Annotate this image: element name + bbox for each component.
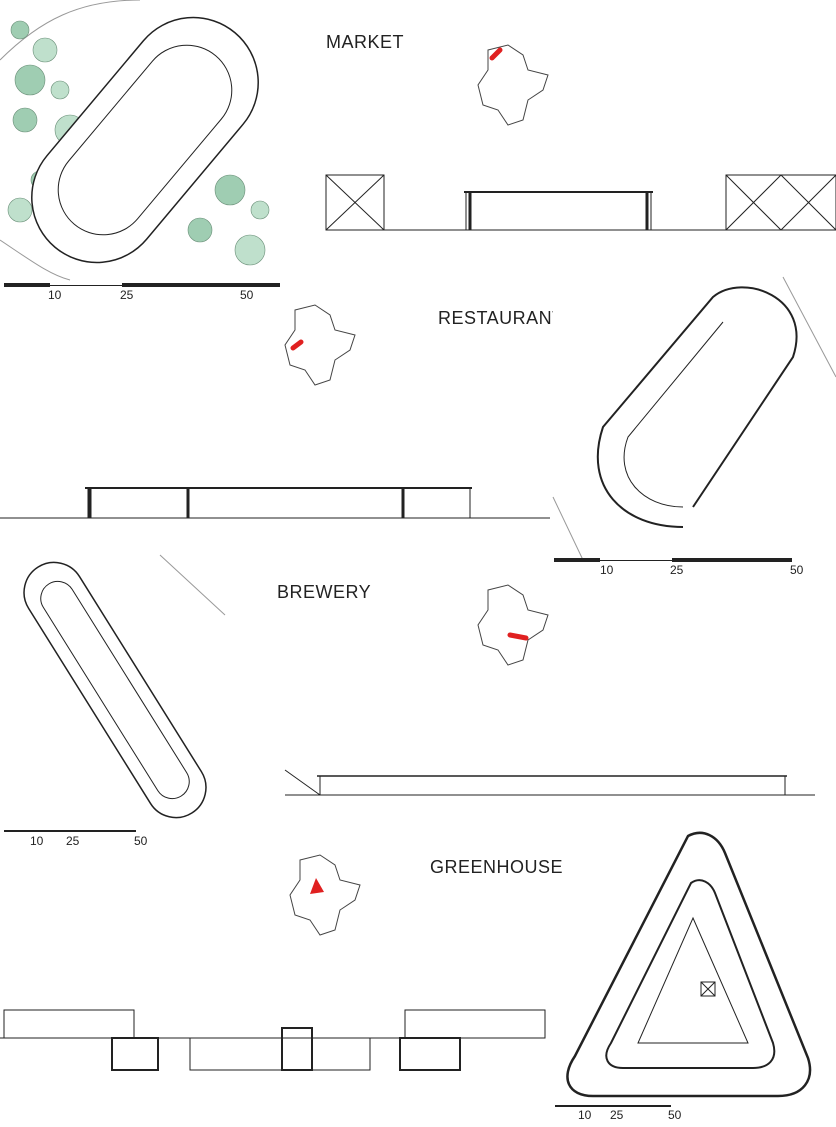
brewery-site-plan: [0, 554, 226, 827]
restaurant-location-map: [284, 304, 356, 386]
tree-icon: [10, 20, 30, 40]
greenhouse-title: GREENHOUSE: [430, 857, 564, 877]
restaurant-section-drawing: [0, 487, 550, 519]
brewery-title: BREWERY: [277, 582, 372, 602]
brewery-oval-building: [23, 561, 207, 819]
market-scale-label-25: 25: [120, 288, 134, 302]
market-scale-label-10: 10: [48, 288, 62, 302]
market-scale-label-50: 50: [240, 288, 254, 302]
tree-icon: [32, 37, 58, 63]
greenhouse-location-marker: [310, 878, 324, 894]
market-title: MARKET: [326, 32, 405, 52]
tree-icon: [187, 217, 213, 243]
brewery-location-map: [477, 584, 549, 666]
tree-icon: [12, 107, 38, 133]
market-location-marker: [489, 47, 503, 61]
restaurant-u-building: [596, 286, 798, 528]
greenhouse-triangle-building: [566, 831, 812, 1098]
restaurant-scale-label-50: 50: [790, 563, 804, 577]
market-oval-building: [31, 16, 259, 264]
brewery-scale-label-25: 25: [66, 834, 80, 848]
tree-icon: [214, 174, 246, 206]
greenhouse-section-drawing: [0, 1009, 546, 1071]
tree-icon: [250, 200, 270, 220]
greenhouse-scale-label-25: 25: [610, 1108, 624, 1122]
greenhouse-scale-label-10: 10: [578, 1108, 592, 1122]
restaurant-scale-label-25: 25: [670, 563, 684, 577]
brewery-location-marker: [507, 632, 529, 641]
greenhouse-site-plan: [566, 831, 812, 1098]
market-site-plan: [0, 0, 282, 281]
restaurant-title: RESTAURANT: [438, 308, 564, 328]
brewery-section-drawing: [284, 769, 815, 796]
greenhouse-scale-label-50: 50: [668, 1108, 682, 1122]
greenhouse-location-map: [289, 854, 361, 936]
tree-icon: [7, 197, 33, 223]
restaurant-scale-label-10: 10: [600, 563, 614, 577]
brewery-scale-label-50: 50: [134, 834, 148, 848]
brewery-scale-label-10: 10: [30, 834, 44, 848]
market-section-drawing: [325, 174, 836, 231]
market-location-map: [477, 44, 549, 126]
restaurant-location-marker: [290, 339, 304, 351]
tree-icon: [50, 80, 70, 100]
tree-icon: [234, 234, 266, 266]
restaurant-site-plan: [552, 276, 836, 561]
tree-icon: [14, 64, 46, 96]
market-inner-oval: [57, 44, 233, 236]
